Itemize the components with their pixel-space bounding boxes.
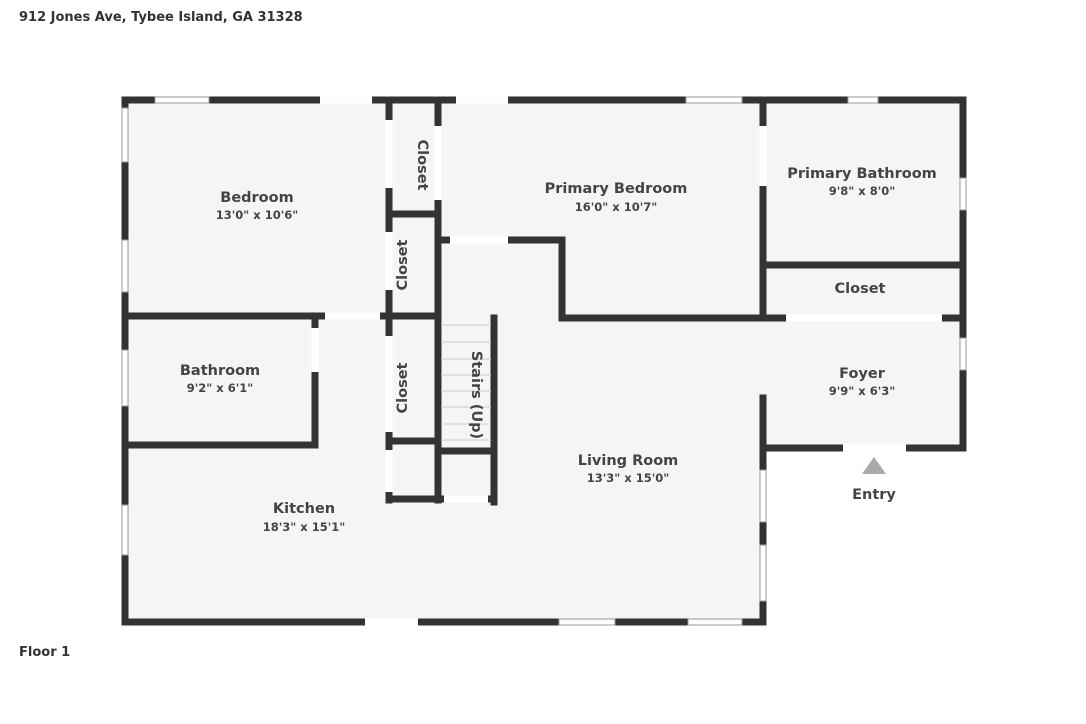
room-name-closet: Closet (414, 140, 430, 191)
stair-treads (441, 324, 491, 441)
room-dims-kitchen: 18'3" x 15'1" (263, 520, 345, 534)
room-name-bathroom: Bathroom (180, 363, 260, 379)
entry-label: Entry (852, 487, 896, 503)
stairs-label: Stairs (Up) (468, 351, 484, 439)
room-dims-bathroom: 9'2" x 6'1" (187, 381, 253, 395)
floor-label: Floor 1 (19, 645, 71, 660)
room-name-kitchen: Kitchen (273, 501, 335, 517)
room-name-closet: Closet (395, 239, 411, 290)
room-dims-living-room: 13'3" x 15'0" (587, 471, 669, 485)
address-title: 912 Jones Ave, Tybee Island, GA 31328 (19, 10, 303, 25)
room-name-closet: Closet (395, 362, 411, 413)
floor-area (125, 100, 963, 622)
openings (121, 96, 967, 626)
room-dims-primary-bedroom: 16'0" x 10'7" (575, 200, 657, 214)
room-name-foyer: Foyer (839, 366, 886, 382)
room-name-primary-bathroom: Primary Bathroom (787, 166, 937, 182)
room-name-bedroom: Bedroom (220, 190, 293, 206)
room-dims-primary-bathroom: 9'8" x 8'0" (829, 184, 895, 198)
entry-arrow-icon (862, 457, 886, 474)
room-name-closet: Closet (835, 281, 886, 297)
room-name-primary-bedroom: Primary Bedroom (545, 181, 688, 197)
room-dims-bedroom: 13'0" x 10'6" (216, 208, 298, 222)
room-name-living-room: Living Room (578, 453, 679, 469)
room-dims-foyer: 9'9" x 6'3" (829, 384, 895, 398)
